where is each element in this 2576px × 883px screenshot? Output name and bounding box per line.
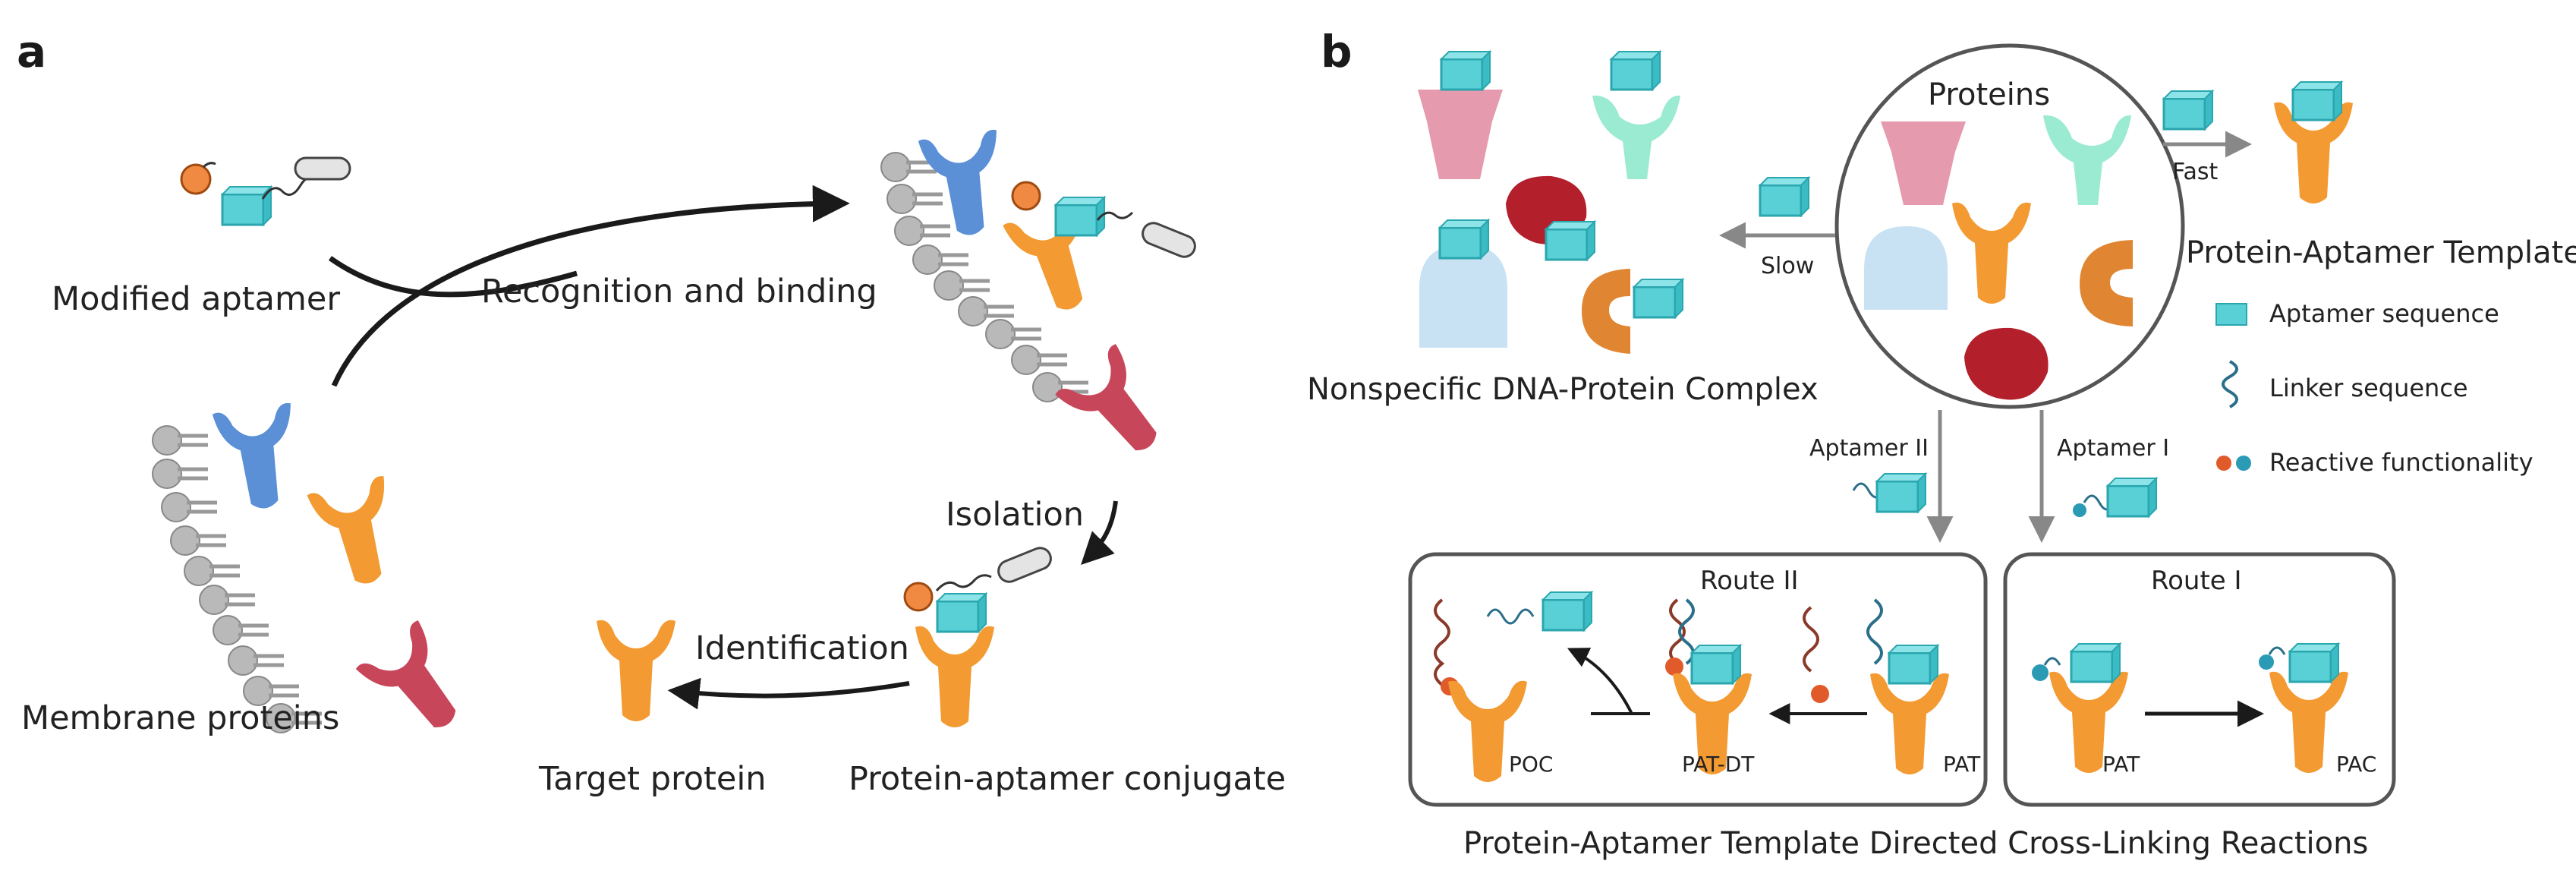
- legend-linker-label: Linker sequence: [2269, 374, 2468, 402]
- identification-label: Identification: [695, 629, 909, 667]
- membrane-right: [881, 129, 1200, 472]
- proteins-circle: [1834, 43, 2185, 409]
- conjugate-label: Protein-aptamer conjugate: [849, 760, 1286, 798]
- aptamer-ii-label: Aptamer II: [1809, 435, 1929, 462]
- route-ii-pat-dt: PAT-DT: [1682, 752, 1755, 777]
- aptamer-merge-curve: [328, 256, 578, 298]
- nonspecific-complex-icon: [1418, 50, 1684, 354]
- route-ii-poc: POC: [1509, 752, 1553, 777]
- modified-aptamer-label: Modified aptamer: [52, 280, 340, 318]
- recognition-arrow: [331, 184, 850, 387]
- route-i-contents: PAT PAC: [2032, 642, 2376, 777]
- panel-a-letter: a: [17, 26, 46, 77]
- conjugate-icon: [903, 544, 1056, 727]
- template-icon: [2274, 80, 2353, 203]
- target-protein-label: Target protein: [538, 760, 767, 798]
- route-caption: Protein-Aptamer Template Directed Cross-…: [1463, 826, 2368, 861]
- aptamer-ii-icon: [1852, 472, 1927, 513]
- aptamer-i-icon: [2073, 477, 2158, 518]
- target-protein-icon: [597, 620, 675, 721]
- route-i-pac: PAC: [2336, 752, 2376, 777]
- legend: Aptamer sequence Linker sequence Reactiv…: [2215, 299, 2533, 477]
- route-ii-title: Route II: [1700, 566, 1799, 596]
- legend-reactive-label: Reactive functionality: [2269, 448, 2533, 477]
- route-i-pat: PAT: [2102, 752, 2140, 777]
- template-label: Protein-Aptamer Template: [2186, 235, 2576, 270]
- aptamer-i-label: Aptamer I: [2057, 435, 2169, 462]
- identification-arrow: [667, 677, 910, 710]
- isolation-label: Isolation: [946, 496, 1084, 534]
- route-ii-pat: PAT: [1943, 752, 1981, 777]
- slow-label: Slow: [1761, 253, 1814, 279]
- isolation-arrow: [1081, 500, 1118, 565]
- legend-aptamer-label: Aptamer sequence: [2269, 299, 2499, 328]
- route-ii-contents: POC PAT-DT PAT: [1434, 591, 1981, 782]
- nonspecific-label: Nonspecific DNA-Protein Complex: [1307, 372, 1819, 407]
- fast-aptamer-cube: [2162, 90, 2214, 131]
- membrane-proteins-label: Membrane proteins: [21, 699, 339, 737]
- recognition-label: Recognition and binding: [481, 273, 877, 311]
- proteins-cluster: [1864, 115, 2133, 400]
- panel-b-letter: b: [1321, 26, 1353, 77]
- membrane-left: [153, 402, 480, 749]
- proteins-label: Proteins: [1928, 77, 2050, 112]
- modified-aptamer-icon: [180, 156, 351, 226]
- route-ii-box: [1408, 552, 1988, 807]
- legend-aptamer-swatch: [2215, 303, 2247, 326]
- fast-label: Fast: [2172, 159, 2219, 185]
- legend-linker-swatch: [2222, 360, 2238, 408]
- route-i-box: [2003, 552, 2396, 807]
- route-i-title: Route I: [2151, 566, 2242, 596]
- legend-reactive-swatch-blue: [2236, 456, 2251, 471]
- slow-aptamer-cube: [1759, 176, 1810, 217]
- legend-reactive-swatch-red: [2216, 456, 2231, 471]
